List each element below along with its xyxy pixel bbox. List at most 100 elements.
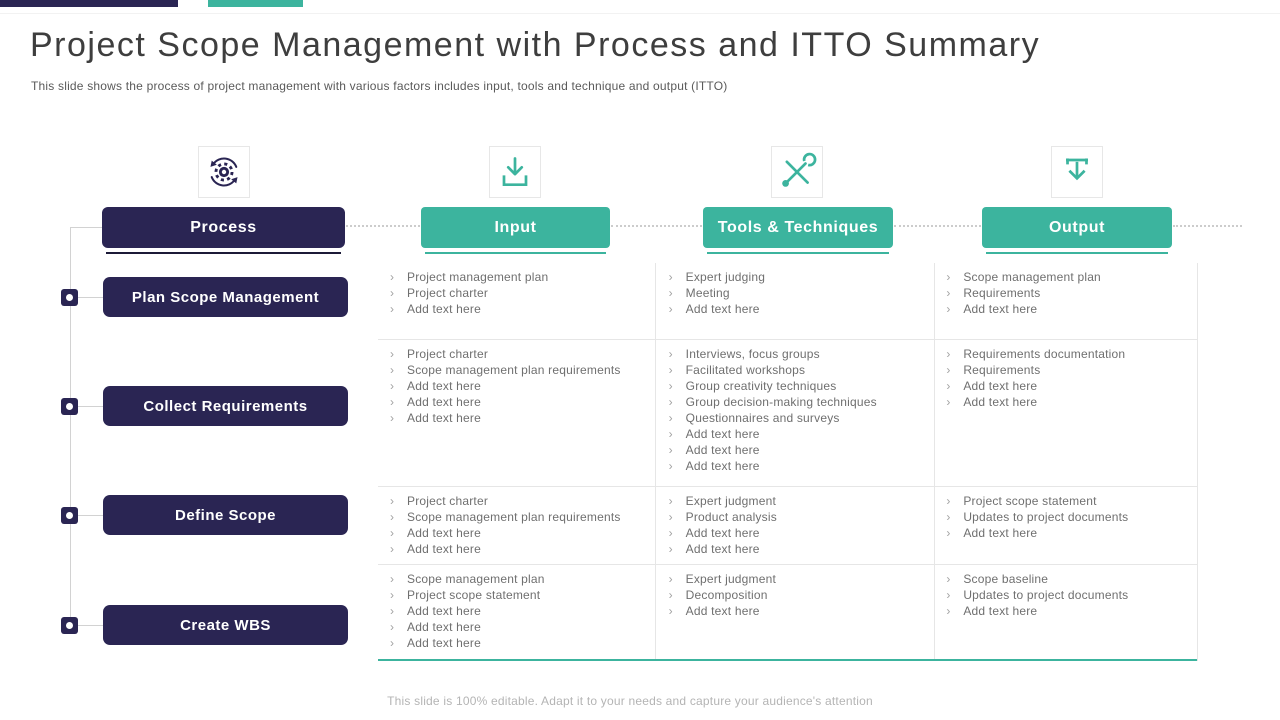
page-subtitle: This slide shows the process of project … (31, 79, 728, 93)
dotted-connector (346, 225, 420, 227)
bullet-item: › Add text here (946, 394, 1191, 410)
bullet-text: Product analysis (685, 510, 777, 524)
chevron-bullet-icon: › (668, 588, 673, 602)
chevron-bullet-icon: › (668, 411, 673, 425)
bullet-item: ›Add text here (946, 301, 1191, 317)
bullet-text: Add text here (685, 459, 760, 473)
column-header-tools: Tools & Techniques (703, 207, 893, 248)
bullet-item: ›Add text here (390, 619, 649, 635)
chevron-bullet-icon: › (946, 286, 951, 300)
bullet-item: ›Interviews, focus groups (669, 346, 929, 362)
connector-line (74, 625, 103, 626)
chevron-bullet-icon: › (668, 494, 673, 508)
chevron-bullet-icon: › (668, 379, 673, 393)
bullet-item: ›Add text here (669, 525, 929, 541)
chevron-bullet-icon: › (390, 604, 394, 618)
chevron-bullet-icon: › (390, 572, 394, 586)
dotted-connector (611, 225, 702, 227)
connector-line (70, 227, 102, 228)
chevron-bullet-icon: › (390, 588, 394, 602)
bullet-text: Scope management plan (407, 572, 545, 586)
cell-output: › Project scope statement›Updates to proj… (934, 487, 1197, 564)
process-button-define-scope: Define Scope (103, 495, 348, 535)
column-header-input-label: Input (494, 218, 537, 236)
output-arrow-icon (1051, 146, 1103, 198)
bullet-item: ›Project charter (390, 285, 649, 301)
bullet-item: ›Meeting (669, 285, 929, 301)
bullet-text: Project scope statement (407, 588, 541, 602)
chevron-bullet-icon: › (390, 363, 394, 377)
bullet-text: Add text here (407, 542, 481, 556)
bullet-item: ›Requirements (946, 362, 1191, 378)
chevron-bullet-icon: › (390, 395, 394, 409)
chevron-bullet-icon: › (946, 604, 951, 618)
chevron-bullet-icon: › (668, 395, 673, 409)
bullet-text: Expert judging (685, 270, 766, 284)
bullet-text: Project management plan (407, 270, 549, 284)
connector-vertical-line (70, 227, 71, 625)
connector-line (74, 297, 103, 298)
top-accent-bar-navy (0, 0, 178, 7)
table-row: › Project management plan›Project charter… (378, 263, 1197, 340)
bullet-item: ›Add text here (390, 394, 649, 410)
bullet-text: Add text here (407, 526, 481, 540)
chevron-bullet-icon: › (946, 572, 951, 586)
bullet-item: ›Scope management plan requirements (390, 509, 649, 525)
chevron-bullet-icon: › (668, 302, 673, 316)
chevron-bullet-icon: › (946, 302, 951, 316)
chevron-bullet-icon: › (668, 526, 673, 540)
chevron-bullet-icon: › (946, 363, 951, 377)
connector-node-marker (61, 289, 78, 306)
bullet-text: Updates to project documents (963, 588, 1129, 602)
cell-output: ›Scope management plan›Requirements›Add … (934, 263, 1197, 339)
process-button-collect-requirements: Collect Requirements (103, 386, 348, 426)
bullet-text: Group creativity techniques (685, 379, 837, 393)
cell-tools: ›Interviews, focus groups›Facilitated wo… (654, 340, 935, 486)
bullet-item: › Project scope statement (390, 587, 649, 603)
chevron-bullet-icon: › (668, 363, 673, 377)
cell-tools: ›Expert judging›Meeting›Add text here (654, 263, 935, 339)
bullet-text: Add text here (963, 379, 1038, 393)
table-row: ›Project charter›Scope management plan r… (378, 340, 1197, 487)
bullet-item: ›Questionnaires and surveys (669, 410, 929, 426)
bullet-item: › Group creativity techniques (669, 378, 929, 394)
column-header-process: Process (102, 207, 345, 248)
cell-tools: ›Expert judgment›Decomposition›Add text … (654, 565, 935, 659)
bullet-item: ›Add text here (390, 410, 649, 426)
bullet-text: Add text here (407, 620, 481, 634)
bullet-item: ›Scope management plan (946, 269, 1191, 285)
cell-output: ›Scope baseline›Updates to project docum… (934, 565, 1197, 659)
process-header-underline (106, 252, 341, 254)
bullet-item: ›Updates to project documents (946, 509, 1191, 525)
chevron-bullet-icon: › (946, 494, 951, 508)
bullet-item: ›Add text here (669, 541, 929, 557)
bullet-item: ›Decomposition (669, 587, 929, 603)
output-header-underline (986, 252, 1168, 254)
bullet-text: Add text here (407, 604, 481, 618)
chevron-bullet-icon: › (946, 395, 951, 409)
bullet-item: › Scope baseline (946, 571, 1191, 587)
bullet-item: ›Add text here (669, 458, 929, 474)
dotted-connector (894, 225, 981, 227)
bullet-item: ›Facilitated workshops (669, 362, 929, 378)
bullet-text: Add text here (685, 302, 760, 316)
dotted-connector (1173, 225, 1242, 227)
process-label: Plan Scope Management (131, 288, 320, 306)
bullet-text: Project scope statement (963, 494, 1097, 508)
bullet-item: ›Updates to project documents (946, 587, 1191, 603)
bullet-text: Requirements (963, 286, 1041, 300)
bullet-item: › Add text here (946, 378, 1191, 394)
process-label: Create WBS (180, 616, 271, 634)
tools-header-underline (707, 252, 889, 254)
cell-input: ›Project management plan›Project charter… (378, 263, 655, 339)
table-row: › Scope management plan › Project scope sta… (378, 565, 1197, 661)
bullet-item: › Add text here (390, 603, 649, 619)
bullet-item: ›Add text here (390, 541, 649, 557)
cell-output: ›Requirements documentation›Requirements… (934, 340, 1197, 486)
column-header-output-label: Output (1048, 218, 1106, 236)
bullet-text: Add text here (963, 395, 1038, 409)
bullet-text: Scope management plan requirements (407, 363, 621, 377)
bullet-item: ›Requirements documentation (946, 346, 1191, 362)
bullet-text: Scope baseline (963, 572, 1049, 586)
chevron-bullet-icon: › (946, 379, 951, 393)
